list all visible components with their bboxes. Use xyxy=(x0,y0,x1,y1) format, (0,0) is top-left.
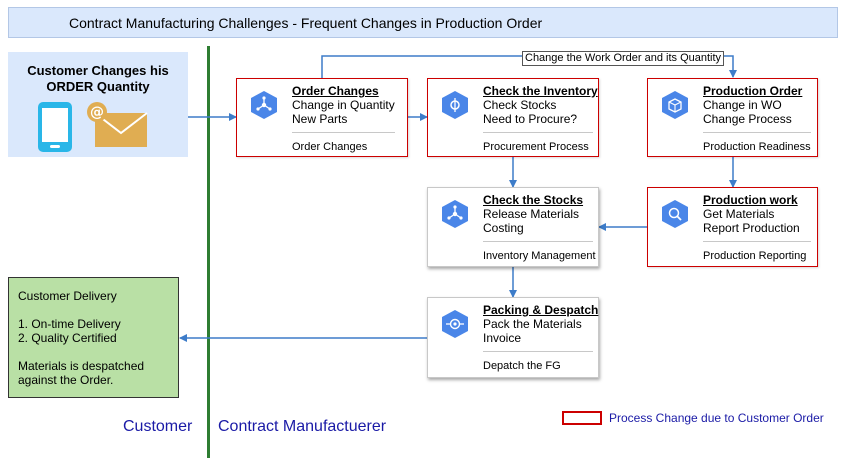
delivery-note: Materials is despatched xyxy=(18,359,145,373)
node-footer: Inventory Management xyxy=(483,250,596,262)
magnifier-icon xyxy=(662,200,688,228)
node-check-inventory: Check the Inventory Check Stocks Need to… xyxy=(427,78,599,157)
node-line: Check Stocks xyxy=(483,98,557,112)
node-title: Production Order xyxy=(703,84,803,98)
inventory-icon xyxy=(442,91,468,119)
node-line: New Parts xyxy=(292,112,348,126)
lane-label-manufacturer: Contract Manufactuerer xyxy=(218,418,387,435)
node-title: Check the Inventory xyxy=(483,84,598,98)
node-line: Release Materials xyxy=(483,207,580,221)
node-title: Production work xyxy=(703,193,798,207)
customer-panel-title: Customer Changes his ORDER Quantity xyxy=(8,63,188,95)
node-footer: Procurement Process xyxy=(483,141,589,153)
title-bar: Contract Manufacturing Challenges - Freq… xyxy=(8,7,838,38)
node-line: Costing xyxy=(483,221,524,235)
node-footer: Depatch the FG xyxy=(483,360,561,372)
customer-delivery-box: Customer Delivery 1. On-time Delivery 2.… xyxy=(8,277,179,398)
customer-panel-title-line2: ORDER Quantity xyxy=(46,79,150,94)
node-footer: Production Reporting xyxy=(703,250,807,262)
cube-icon xyxy=(662,91,688,119)
node-line: Get Materials xyxy=(703,207,775,221)
node-line: Report Production xyxy=(703,221,800,235)
node-title: Check the Stocks xyxy=(483,193,584,207)
node-line: Change in Quantity xyxy=(292,98,395,112)
node-title: Packing & Despatch xyxy=(483,303,599,317)
delivery-note: against the Order. xyxy=(18,373,114,387)
node-production-work: Production work Get Materials Report Pro… xyxy=(647,187,818,267)
target-icon xyxy=(442,310,468,338)
delivery-item: 1. On-time Delivery xyxy=(18,317,121,331)
node-packing-despatch: Packing & Despatch Pack the Materials In… xyxy=(427,297,599,378)
lane-divider xyxy=(207,46,210,458)
edge-label-work-order: Change the Work Order and its Quantity xyxy=(522,51,725,66)
customer-panel-title-line1: Customer Changes his xyxy=(27,63,169,78)
node-separator xyxy=(483,132,593,133)
node-separator xyxy=(703,241,811,242)
node-line: Change Process xyxy=(703,112,792,126)
node-title: Order Changes xyxy=(292,84,379,98)
page-title: Contract Manufacturing Challenges - Freq… xyxy=(69,15,543,31)
delivery-item: 2. Quality Certified xyxy=(18,331,117,345)
node-separator xyxy=(292,132,395,133)
node-order-changes: Order Changes Change in Quantity New Par… xyxy=(236,78,408,157)
node-check-stocks: Check the Stocks Release Materials Costi… xyxy=(427,187,599,267)
legend-swatch xyxy=(562,411,602,425)
node-line: Need to Procure? xyxy=(483,112,578,126)
node-separator xyxy=(483,241,593,242)
legend-label: Process Change due to Customer Order xyxy=(609,411,824,425)
node-footer: Order Changes xyxy=(292,141,368,153)
node-line: Change in WO xyxy=(703,98,782,112)
delivery-heading: Customer Delivery xyxy=(18,289,117,303)
email-icon: @ xyxy=(87,102,148,147)
node-separator xyxy=(483,351,593,352)
node-line: Pack the Materials xyxy=(483,317,582,331)
node-production-order: Production Order Change in WO Change Pro… xyxy=(647,78,818,157)
node-separator xyxy=(703,132,811,133)
node-line: Invoice xyxy=(483,331,522,345)
svg-text:@: @ xyxy=(90,105,104,121)
smartphone-icon xyxy=(38,102,72,152)
node-footer: Production Readiness xyxy=(703,141,811,153)
hub-icon xyxy=(251,91,277,119)
hub-icon xyxy=(442,200,468,228)
lane-label-customer: Customer xyxy=(123,418,193,435)
